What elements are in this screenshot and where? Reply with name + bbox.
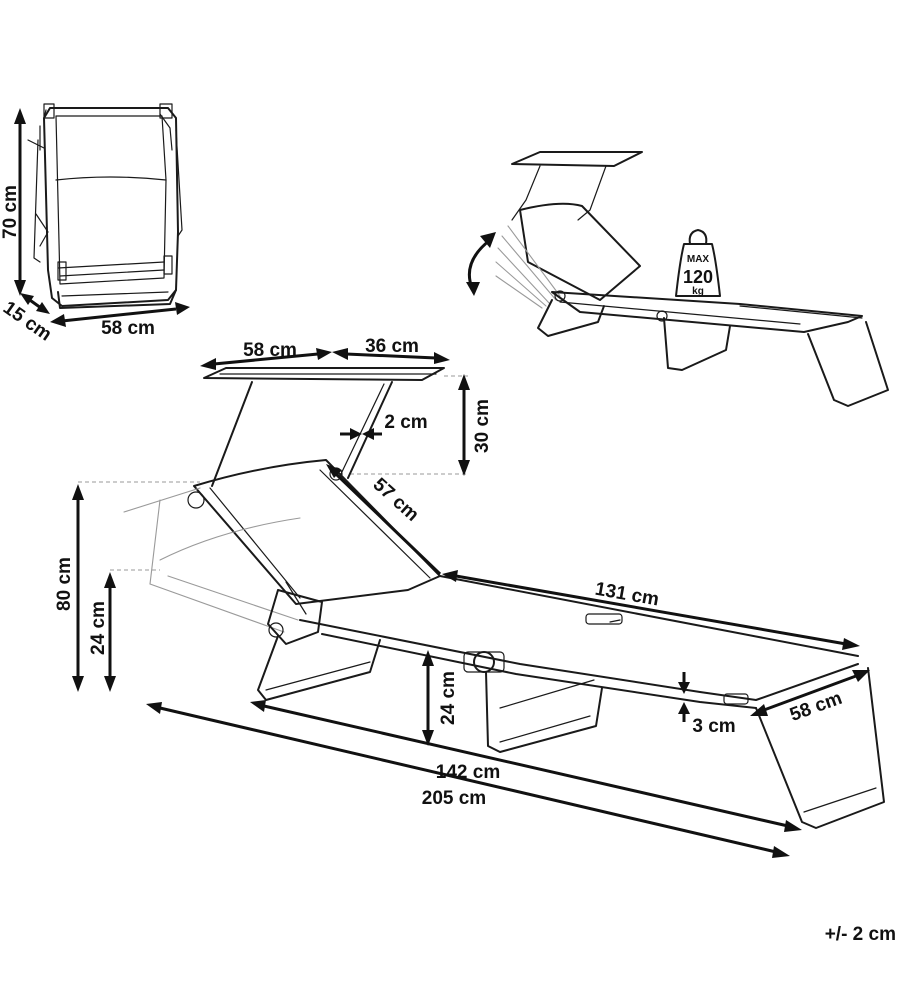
total-height-dimension: 80 cm xyxy=(54,484,84,692)
backrest-length-label: 57 cm xyxy=(369,474,423,526)
total-length-label: 205 cm xyxy=(422,788,486,809)
folded-width-dimension: 58 cm xyxy=(50,302,190,339)
backrest-length-dimension: 57 cm xyxy=(326,464,442,576)
folded-height-label: 70 cm xyxy=(0,185,21,239)
folded-depth-dimension: 15 cm xyxy=(0,293,55,346)
rear-height-label: 24 cm xyxy=(88,601,109,655)
folded-lounger-illustration xyxy=(27,103,183,309)
frame-thickness-label: 3 cm xyxy=(692,716,735,737)
canopy-width-dimension: 58 cm xyxy=(200,340,332,370)
bed-length-dimension: 131 cm xyxy=(442,570,860,650)
tolerance-note: +/- 2 cm xyxy=(825,924,896,945)
canopy-gap-dimension: 2 cm xyxy=(340,412,428,440)
bed-width-dimension: 58 cm xyxy=(750,670,870,726)
folded-depth-label: 15 cm xyxy=(0,297,55,345)
weight-icon xyxy=(675,243,721,297)
folded-width-label: 58 cm xyxy=(101,318,155,339)
max-load-unit-label: kg xyxy=(692,286,704,297)
folded-height-dimension: 70 cm xyxy=(0,108,26,296)
canopy-gap-label: 2 cm xyxy=(384,412,427,433)
seat-height-label: 24 cm xyxy=(438,671,459,725)
seat-height-dimension: 24 cm xyxy=(422,650,459,746)
canopy-width-label: 58 cm xyxy=(243,340,297,361)
rear-height-dimension: 24 cm xyxy=(88,572,116,692)
canopy-height-label: 30 cm xyxy=(472,399,493,453)
max-load-value-label: 120 xyxy=(683,267,713,287)
canopy-extension-dimension: 36 cm xyxy=(332,336,450,364)
total-length-dimension: 205 cm xyxy=(146,702,790,858)
adjustable-lounger-illustration xyxy=(466,151,889,407)
max-load-max-label: MAX xyxy=(687,254,710,265)
max-load-badge: MAX 120 kg xyxy=(675,229,721,297)
total-height-label: 80 cm xyxy=(54,557,75,611)
canopy-height-dimension: 30 cm xyxy=(458,374,493,476)
frame-thickness-dimension: 3 cm xyxy=(678,672,736,737)
bed-width-label: 58 cm xyxy=(787,688,845,726)
canopy-extension-label: 36 cm xyxy=(365,336,419,357)
